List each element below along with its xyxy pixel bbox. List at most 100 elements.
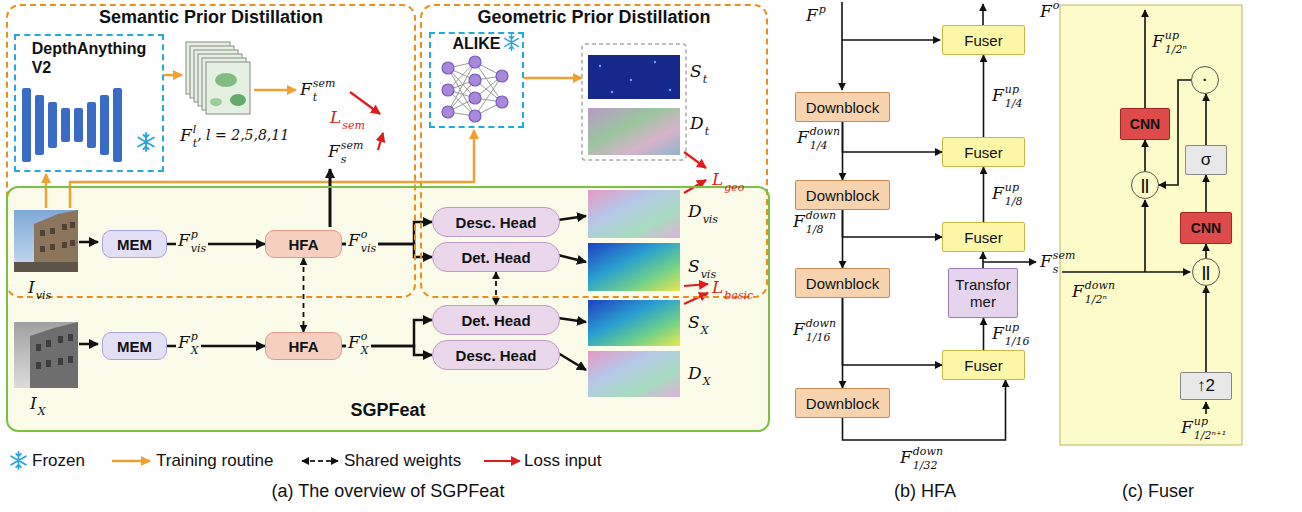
process-box: CNN [1120,108,1170,140]
math-base: F [300,78,312,100]
superscript [703,362,711,373]
superscript [36,276,51,287]
superscript: o [1053,0,1060,11]
subscript: X [191,345,199,357]
subscript: vis [191,243,206,255]
legend-text: Shared weights [344,451,461,471]
math-base: F [348,229,360,251]
script-stack: o [1053,0,1060,26]
connector-arrow [843,210,943,237]
script-stack: sems [341,140,364,166]
script-stack: geo [724,168,744,194]
math-symbol: DX [688,362,710,388]
math-symbol: SX [688,311,709,337]
superscript: sem [1053,250,1076,261]
math-symbol: Fsem s [1040,250,1075,276]
math-symbol: Dt [690,112,709,138]
frozen-icon [505,35,518,50]
math-symbol: Fo [1040,0,1059,26]
head-box: Desc. Head [432,207,560,237]
subscript: 1/8 [1005,196,1023,208]
script-stack: t [705,112,709,138]
subscript: X [703,376,711,388]
frozen-model-box: ALIKE [429,32,524,128]
process-box: Fuser [942,350,1025,380]
node-text: Desc. Head [456,214,537,231]
data-flow-arrow [79,169,586,370]
connector-arrow [1205,94,1207,145]
math-base: F [1040,0,1052,22]
subscript: vis [361,243,376,255]
model-ground [7,187,769,431]
module-box: HFA [265,332,342,360]
connector-arrow [843,122,943,152]
math-base: I [28,276,35,298]
head-box: Desc. Head [432,340,560,370]
math-base: F [806,4,818,26]
superscript: o [361,331,369,342]
script-stack: X [38,392,46,418]
node-text: Downblock [806,99,879,116]
math-symbol: Fp [806,4,826,30]
subscript: 1/2ⁿ [1085,294,1115,306]
script-stack: t [703,60,707,86]
math-note: , l = 2,5,8,11 [197,124,289,146]
superscript [701,255,716,266]
node-text: Desc. Head [456,347,537,364]
input-photo [14,210,78,272]
node-text: ALIKE [453,35,501,53]
math-base: S [688,311,700,333]
subscript: sem [342,120,365,132]
script-stack: pX [191,331,199,357]
connector-arrow [983,318,985,350]
subscript: 1/8 [806,224,836,236]
script-stack: down1/16 [806,318,836,344]
node-text: Fuser [964,144,1002,161]
training-route [46,75,582,208]
descriptor-map [588,190,680,238]
hfa-wire [842,2,1036,262]
connector-arrow [1205,175,1207,212]
node-text: Downblock [806,187,879,204]
connector-arrow [983,55,985,137]
subscript: basic [724,290,753,302]
node-text: ↑2 [1197,376,1215,396]
subscript [819,18,826,30]
node-text: Det. Head [461,312,530,329]
superscript [703,200,718,211]
score-map [588,243,680,291]
node-text: CNN [1130,116,1160,132]
math-base: L [712,168,723,190]
connector-arrow [1205,244,1207,258]
score-map [588,300,680,346]
neural-net-icon [442,56,508,122]
shared-weights-arrow [303,258,305,332]
process-box: CNN [1180,212,1232,244]
subscript: vis [36,290,51,302]
subscript: s [1053,264,1076,276]
math-base: F [1181,416,1193,438]
superscript: up [1165,30,1187,41]
math-base: F [348,331,360,353]
superscript: up [1005,182,1023,193]
math-symbol: Fdown1/32 [900,446,943,472]
subscript: geo [724,182,744,194]
math-base: F [992,84,1004,106]
math-base: F [1152,30,1164,52]
math-base: F [1040,250,1052,272]
script-stack: sem [342,106,365,132]
connector-arrow [983,167,985,222]
superscript: up [1005,322,1030,333]
operator-circle: || [1131,171,1159,199]
node-text: CNN [1191,220,1221,236]
subscript: t [703,74,707,86]
script-stack: p [819,4,826,30]
superscript: up [1005,84,1023,95]
math-symbol: Fsemt [300,78,335,104]
superscript: p [191,331,199,342]
subscript: vis [703,214,718,226]
math-base: F [992,322,1004,344]
superscript: sem [341,140,364,151]
script-stack: oX [361,331,369,357]
